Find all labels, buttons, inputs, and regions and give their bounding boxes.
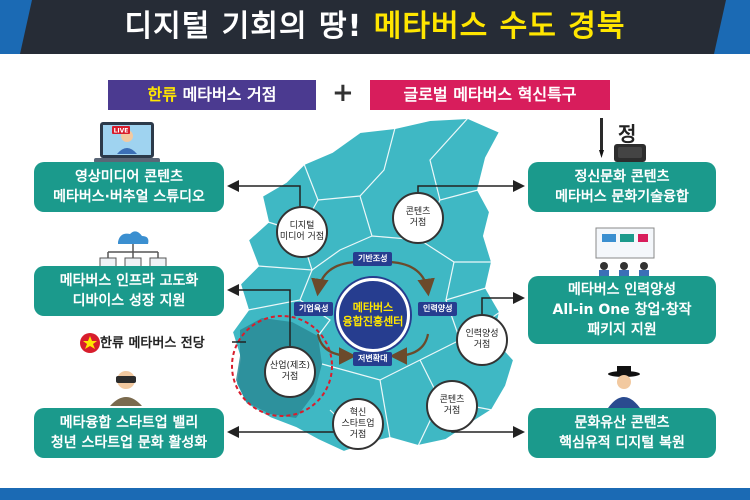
node-industry: 산업(제조) 거점 [264, 346, 316, 398]
brush-inkstone-icon [599, 118, 646, 162]
tag-left-yellow: 한류 [147, 85, 177, 104]
node-innovation-line3: 거점 [349, 429, 367, 440]
connector-industry [227, 284, 291, 356]
cloud-network-icon [99, 231, 167, 270]
box-spiritual-line2: 메타버스 문화기술융합 [555, 189, 689, 205]
node-talent-line1: 인력양성 [465, 329, 499, 339]
bottom-bar [0, 488, 750, 500]
plus-sign: + [332, 78, 354, 108]
node-contents-bottom: 콘텐츠 거점 [426, 380, 478, 432]
box-infra-line2: 디바이스 성장 지원 [72, 293, 186, 309]
jeong-character: 정 [618, 122, 637, 146]
node-innovation: 혁신 스타트업 거점 [332, 398, 384, 450]
box-heritage-line2: 핵심유적 디지털 복원 [559, 435, 685, 451]
node-contents-bottom-line2: 거점 [443, 406, 461, 416]
box-infra-device: 메타버스 인프라 고도화 디바이스 성장 지원 [34, 266, 224, 316]
curve-arrow-bottom-left [316, 333, 357, 365]
title-yellow: 메타버스 수도 경북 [373, 9, 626, 44]
node-talent-line2: 거점 [473, 340, 491, 350]
live-badge: LIVE [114, 128, 129, 135]
curve-arrow-top-right [389, 260, 435, 297]
pill-foundation: 기반조성 [353, 252, 393, 266]
node-innovation-line1: 혁신 [349, 407, 367, 418]
title-white: 디지털 기회의 땅! [124, 9, 363, 44]
node-innovation-line2: 스타트업 [341, 418, 375, 429]
node-digital-media-line2: 미디어 거점 [279, 232, 325, 242]
center-line2: 융합진흥센터 [342, 315, 404, 328]
node-industry-line2: 거점 [281, 372, 299, 382]
node-digital-media-line1: 디지털 [289, 221, 315, 231]
node-industry-line1: 산업(제조) [269, 361, 311, 371]
box-heritage-contents: 문화유산 콘텐츠 핵심유적 디지털 복원 [528, 408, 716, 458]
center-line1: 메타버스 [352, 301, 394, 314]
curve-arrow-bottom-right [389, 333, 430, 365]
tag-left-white: 메타버스 거점 [182, 85, 277, 104]
box-spiritual-line1: 정신문화 콘텐츠 [574, 169, 670, 185]
box-talent-line1: 메타버스 인력양성 [568, 282, 676, 298]
box-media-contents: 영상미디어 콘텐츠 메타버스·버추얼 스튜디오 [34, 162, 224, 212]
hallyu-hub-circle [231, 315, 333, 417]
box-startup-line2: 청년 스타트업 문화 활성화 [50, 435, 208, 451]
box-talent-line3: 패키지 지원 [587, 322, 657, 338]
pill-business: 기업육성 [294, 302, 334, 316]
pill-talent: 인력양성 [418, 302, 458, 316]
box-heritage-line1: 문화유산 콘텐츠 [574, 415, 670, 431]
box-talent-line2: All-in One 창업·창작 [552, 302, 692, 318]
box-spiritual-culture: 정신문화 콘텐츠 메타버스 문화기술융합 [528, 162, 716, 212]
page-title: 디지털 기회의 땅! 메타버스 수도 경북 [0, 8, 750, 46]
node-contents-top-line2: 거점 [409, 218, 427, 228]
tag-hallyu-hub: 한류 메타버스 거점 [108, 80, 316, 110]
node-contents-top-line1: 콘텐츠 [405, 207, 431, 217]
vr-headset-person-icon [110, 371, 142, 406]
node-talent: 인력양성 거점 [456, 314, 508, 366]
red-star-icon [80, 333, 100, 353]
box-infra-line1: 메타버스 인프라 고도화 [59, 273, 199, 289]
convergence-center: 메타버스 융합진흥센터 [336, 278, 410, 352]
box-talent-training: 메타버스 인력양성 All-in One 창업·창작 패키지 지원 [528, 276, 716, 344]
connector-talent [481, 292, 525, 318]
hallyu-hall-label: 한류 메타버스 전당 [100, 336, 205, 351]
box-media-line1: 영상미디어 콘텐츠 [75, 169, 183, 185]
connector-digital-media [227, 180, 301, 212]
curve-arrow-top-left [311, 260, 357, 297]
box-media-line2: 메타버스·버추얼 스튜디오 [53, 189, 205, 205]
node-contents-bottom-line1: 콘텐츠 [439, 395, 465, 405]
presentation-audience-icon [595, 227, 655, 278]
laptop-streamer-icon [94, 122, 160, 163]
tag-global-zone: 글로벌 메타버스 혁신특구 [370, 80, 610, 110]
pill-expansion: 저변확대 [353, 352, 393, 366]
node-digital-media: 디지털 미디어 거점 [276, 206, 328, 258]
box-startup-valley: 메타융합 스타트업 밸리 청년 스타트업 문화 활성화 [34, 408, 224, 458]
banner-background [20, 0, 730, 54]
title-banner: 디지털 기회의 땅! 메타버스 수도 경북 [0, 0, 750, 60]
node-contents-top: 콘텐츠 거점 [392, 192, 444, 244]
box-startup-line1: 메타융합 스타트업 밸리 [59, 415, 199, 431]
scholar-hat-person-icon [608, 366, 640, 408]
